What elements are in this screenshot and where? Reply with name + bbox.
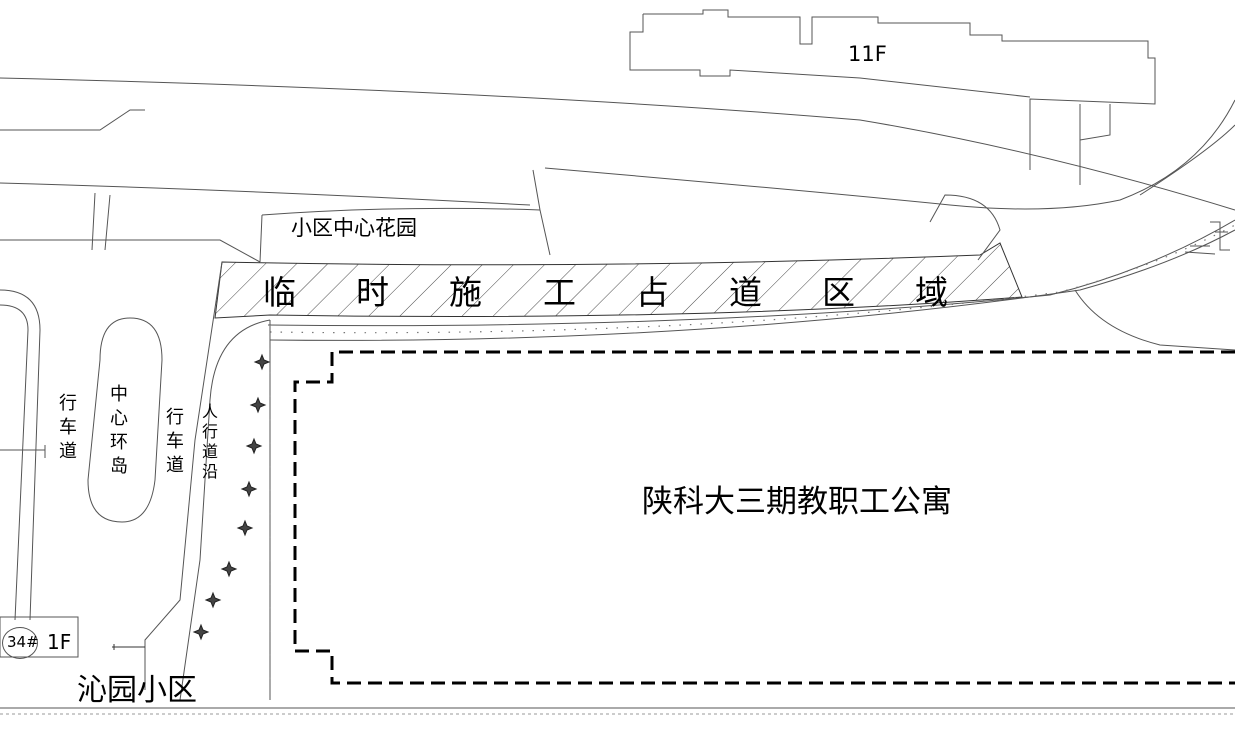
temp-construction-zone xyxy=(214,242,1023,319)
label-lane-right: 行车道 xyxy=(163,407,184,479)
tree xyxy=(253,353,271,371)
curb-line-1 xyxy=(267,219,1235,327)
label-34: 34# xyxy=(7,633,39,651)
center-island xyxy=(87,317,163,523)
label-1f: 1F xyxy=(47,630,72,654)
tree xyxy=(204,591,222,609)
road-edge-mid xyxy=(0,99,1235,210)
label-apartment: 陕科大三期教职工公寓 xyxy=(642,484,952,520)
apartment-boundary xyxy=(293,350,1235,685)
tree xyxy=(192,623,210,641)
tree xyxy=(245,437,263,455)
sidewalk-edge-left xyxy=(144,261,223,690)
label-garden: 小区中心花园 xyxy=(291,216,417,240)
zone-char-4: 工 xyxy=(543,273,576,312)
tree xyxy=(240,480,258,498)
road-edge-upper xyxy=(0,77,1235,211)
road-edge-right xyxy=(1139,124,1235,196)
building-11f-outline xyxy=(629,9,1156,185)
garden-boundary xyxy=(0,169,551,263)
tree xyxy=(249,396,267,414)
zone-char-6: 道 xyxy=(729,273,762,312)
zone-char-1: 临 xyxy=(263,273,296,312)
zone-upper-curve xyxy=(929,194,1001,261)
bench-mark xyxy=(112,644,145,650)
tree xyxy=(236,519,254,537)
tree xyxy=(220,560,238,578)
label-qinyuan: 沁园小区 xyxy=(77,673,197,708)
zone-char-8: 域 xyxy=(915,273,948,312)
building-34-box xyxy=(0,616,79,658)
label-11f: 11F xyxy=(848,42,887,66)
curb-line-2 xyxy=(269,229,1235,341)
zone-char-2: 时 xyxy=(356,273,389,312)
zone-char-7: 区 xyxy=(822,273,855,312)
road-edge-lower xyxy=(0,109,145,131)
label-lane-left: 行车道 xyxy=(56,393,77,465)
label-center-island: 中心环岛 xyxy=(107,384,128,480)
left-loop-road xyxy=(0,289,41,621)
zone-char-5: 占 xyxy=(636,273,669,312)
left-marker xyxy=(0,445,46,458)
roundabout-curve-right xyxy=(1074,289,1235,351)
building-34-circle xyxy=(2,627,38,659)
small-structure xyxy=(1184,221,1230,255)
zone-char-3: 施 xyxy=(449,273,482,312)
sidewalk-edge-right xyxy=(179,319,271,701)
label-sidewalk: 人行道沿 xyxy=(199,403,218,483)
trees xyxy=(192,353,271,641)
